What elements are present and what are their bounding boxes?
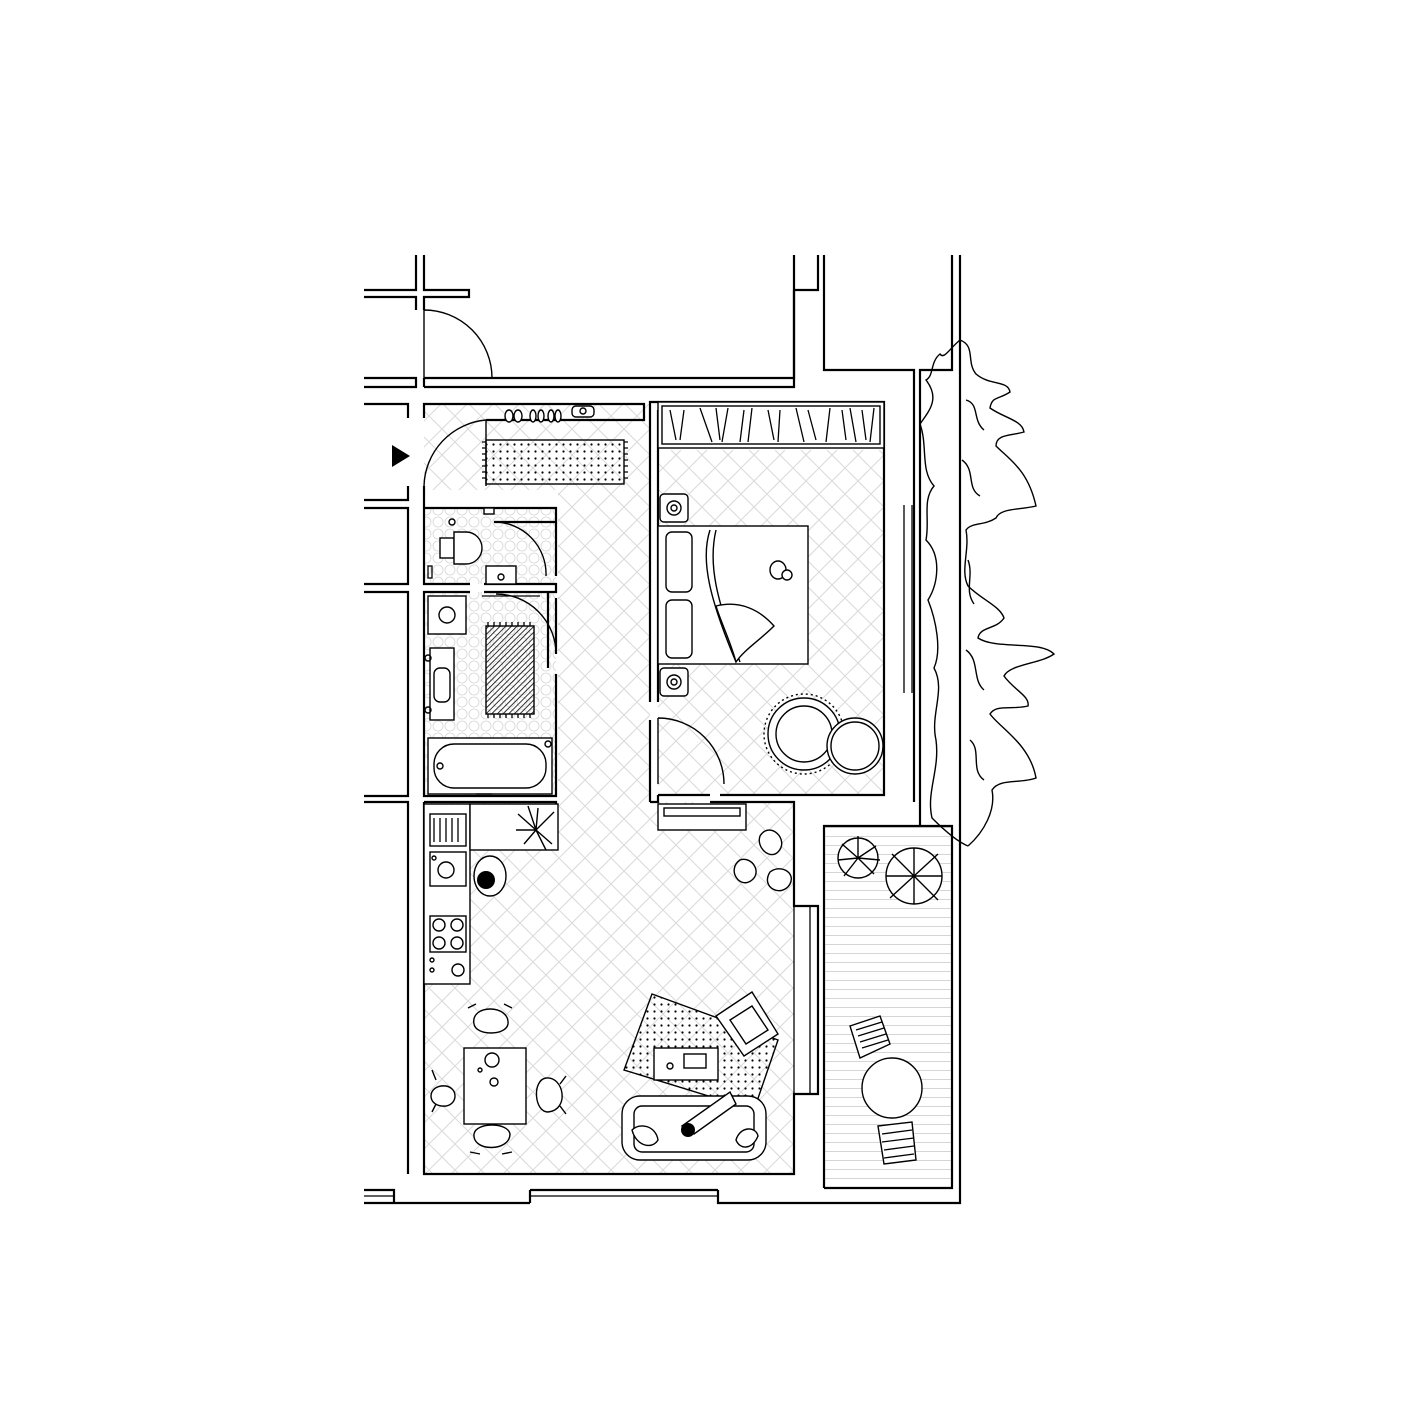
balcony (837, 836, 943, 1165)
wc (427, 507, 517, 585)
wardrobe-icon (657, 401, 885, 449)
shoe-rack-icon (504, 409, 562, 423)
nightstand-icon (659, 493, 689, 523)
bedroom (657, 401, 885, 775)
doormat-icon (482, 439, 628, 485)
chair-icon (467, 1003, 513, 1034)
wc-door (493, 521, 547, 577)
potted-plant-icon (885, 847, 943, 905)
chair-icon (469, 1124, 513, 1155)
bath-mat-icon (485, 622, 535, 718)
kitchen-living (423, 803, 792, 1161)
bedroom-door (657, 717, 725, 785)
wash-basin-icon (483, 507, 517, 585)
chair-icon (535, 1075, 567, 1115)
person-icon (680, 1090, 737, 1137)
nightstand-icon (659, 667, 689, 697)
cat-icon (769, 560, 793, 581)
bathroom (424, 595, 553, 795)
walls (364, 255, 962, 1205)
sink-icon (429, 813, 467, 887)
wall-sink-icon (571, 405, 595, 418)
round-table-icon (861, 1057, 923, 1119)
chair-icon (877, 1121, 917, 1165)
potted-plant-icon (837, 836, 881, 879)
triangle-arrow-icon (392, 445, 410, 467)
chair-icon (849, 1015, 891, 1059)
plant-icon (733, 829, 792, 892)
toilet-icon (439, 518, 483, 565)
cooktop-icon (429, 915, 467, 977)
kitchen-counter (423, 803, 559, 985)
dining-table-icon (463, 1047, 527, 1125)
pouf-icon (826, 717, 884, 775)
double-bed-icon (657, 525, 809, 665)
basin-icon (424, 647, 455, 721)
washing-machine-icon (427, 595, 467, 635)
hallway (482, 405, 628, 485)
tree-icon (919, 339, 1056, 847)
bathtub-icon (427, 737, 553, 795)
corridor-door (423, 309, 493, 379)
plant-icon (516, 805, 555, 851)
tv-cabinet-icon (657, 803, 747, 831)
armchair-icon (715, 991, 779, 1057)
chair-icon (430, 1069, 456, 1113)
doors (423, 309, 725, 785)
person-icon (473, 855, 507, 897)
bathroom-door (495, 593, 557, 655)
coffee-table-icon (653, 1047, 719, 1081)
